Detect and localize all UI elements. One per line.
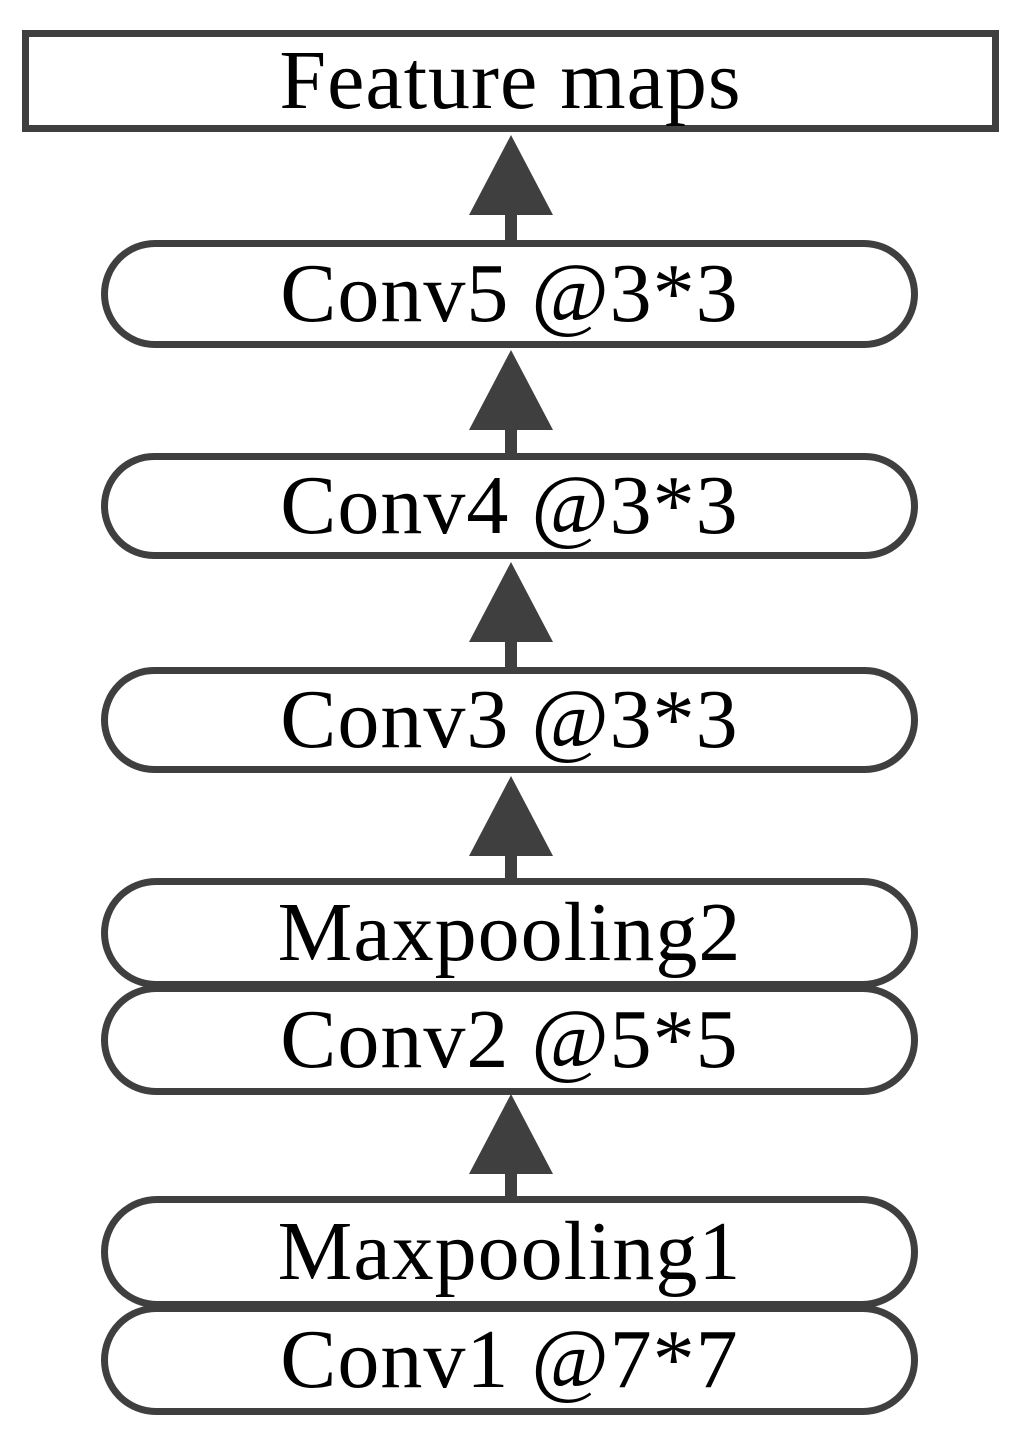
layer-conv2: Conv2 @5*5 (101, 985, 918, 1095)
layer-conv4-label: Conv4 @3*3 (280, 459, 739, 552)
layer-maxpooling1: Maxpooling1 (101, 1196, 918, 1308)
up-arrow-icon (469, 350, 553, 458)
up-arrow-icon (469, 1094, 553, 1204)
layer-conv5-label: Conv5 @3*3 (280, 247, 739, 340)
layer-conv4: Conv4 @3*3 (101, 453, 918, 559)
arrow-conv3-to-conv4 (469, 562, 553, 672)
feature-maps-label: Feature maps (279, 34, 742, 127)
layer-conv1-label: Conv1 @7*7 (280, 1313, 739, 1406)
layer-conv1: Conv1 @7*7 (101, 1305, 918, 1415)
layer-conv3-label: Conv3 @3*3 (280, 673, 739, 766)
layer-conv3: Conv3 @3*3 (101, 667, 918, 773)
layer-maxpooling2: Maxpooling2 (101, 878, 918, 988)
layer-conv5: Conv5 @3*3 (101, 240, 918, 348)
arrow-conv5-to-output (469, 135, 553, 245)
arrow-maxpool2-to-conv3 (469, 776, 553, 884)
layer-maxpooling2-label: Maxpooling2 (277, 886, 742, 979)
up-arrow-icon (469, 135, 553, 245)
up-arrow-icon (469, 562, 553, 672)
layer-conv2-label: Conv2 @5*5 (280, 993, 739, 1086)
layer-maxpooling1-label: Maxpooling1 (277, 1205, 742, 1298)
feature-maps-box: Feature maps (22, 30, 999, 132)
arrow-conv4-to-conv5 (469, 350, 553, 458)
arrow-maxpool1-to-conv2 (469, 1094, 553, 1204)
up-arrow-icon (469, 776, 553, 884)
